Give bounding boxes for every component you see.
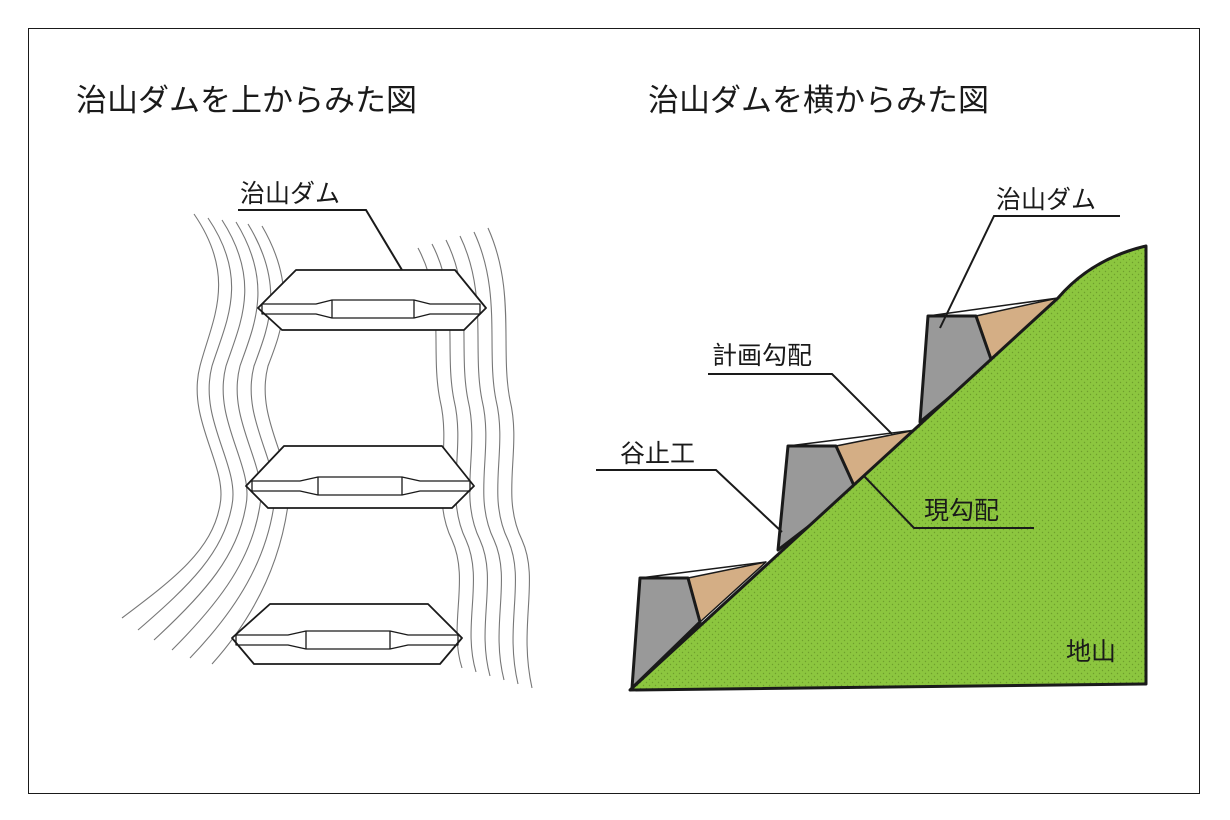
top-dam-1: [257, 269, 487, 331]
river-banks-left: [121, 213, 290, 665]
planned-slope-leader: [708, 373, 893, 435]
current-slope-leader: [863, 475, 1034, 529]
planned-slope-line-3: [927, 297, 1059, 317]
side-dam-label: 治山ダム: [996, 185, 1096, 214]
diagram-frame: [28, 28, 1200, 794]
planned-slope-line-2: [787, 429, 917, 447]
side-view-title: 治山ダムを横からみた図: [648, 83, 989, 119]
ground-label: 地山: [1066, 637, 1116, 666]
top-dam-leader: [238, 209, 403, 271]
top-view-title: 治山ダムを上からみた図: [76, 83, 417, 119]
top-dam-2: [245, 445, 475, 509]
gully-stop-leader: [596, 469, 783, 533]
top-dam-label: 治山ダム: [240, 179, 340, 208]
side-dam-1: [630, 576, 702, 690]
side-dam-leader: [939, 215, 1120, 329]
current-slope-label: 現勾配: [924, 496, 999, 525]
gully-stop-label: 谷止工: [620, 439, 695, 468]
top-dam-3: [231, 603, 463, 665]
planned-slope-line-1: [639, 561, 767, 579]
planned-slope-label: 計画勾配: [712, 341, 812, 370]
ground-mass: [628, 244, 1148, 692]
